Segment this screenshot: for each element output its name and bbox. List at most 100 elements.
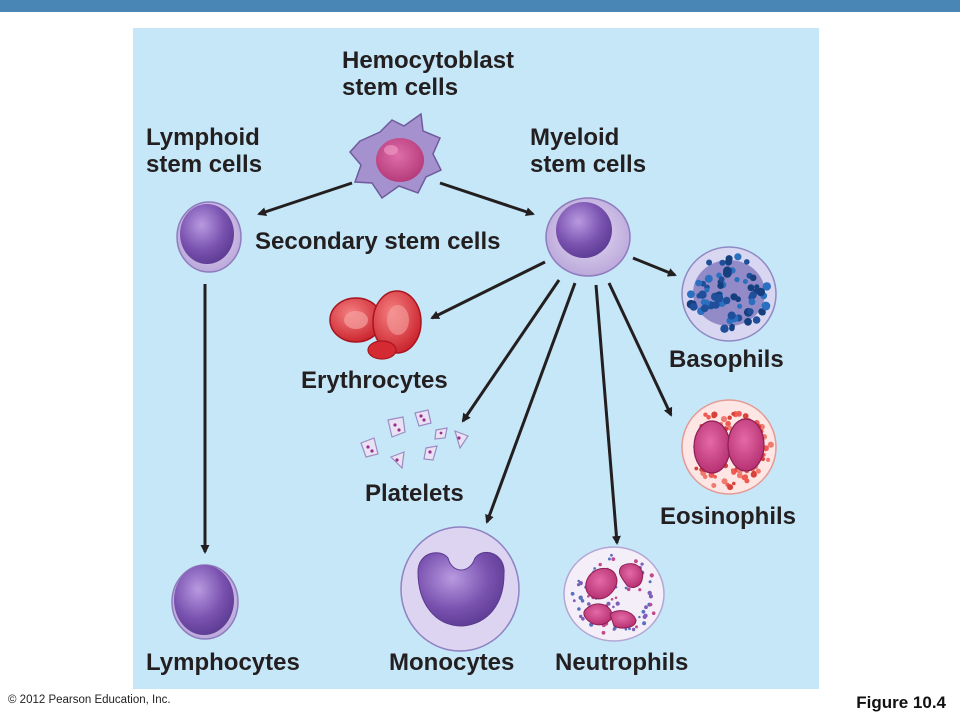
granule [578,581,583,586]
myeloid-label: Myeloid stem cells [530,124,646,178]
granule [638,615,641,619]
granule [727,484,734,491]
granule [718,276,725,283]
granule [606,601,611,606]
granule [751,470,757,476]
copyright-text: © 2012 Pearson Education, Inc. [8,694,171,706]
granule [607,557,611,561]
granule [580,599,585,603]
granule [747,308,754,315]
hemocytoblast-cell [349,112,443,200]
neutrophil-nucleus [583,563,644,629]
granule [758,289,765,295]
granule [624,586,628,590]
granule [703,412,708,417]
granule [720,324,729,333]
granule [648,580,652,584]
granule [729,325,735,332]
granule [719,259,726,266]
lymphoid-label: Lymphoid stem cells [146,124,262,178]
myeloid-label-line1: Myeloid [530,124,620,151]
secondary-stem-cells-label: Secondary stem cells [255,228,501,255]
myeloid-stem-cell [545,197,631,277]
granule [572,599,576,603]
granule [579,614,583,619]
granule [736,410,742,417]
granule [689,303,698,311]
granule [593,567,597,570]
granule [613,626,617,630]
lymphoid-label-line1: Lymphoid [146,124,260,151]
arrow-to-neutrophils [594,284,621,545]
myeloid-label-line2: stem cells [530,151,647,178]
granule [642,621,647,626]
granule [700,304,709,313]
monocytes-label: Monocytes [389,649,515,676]
granule [706,259,713,266]
granule [712,301,720,309]
granule [742,474,749,480]
granule [735,296,741,303]
platelets-fragments [360,409,469,470]
monocyte-cell [400,526,520,652]
granule [727,311,736,320]
granule [737,303,743,309]
granule [720,416,728,423]
granule [581,617,585,621]
granule [762,282,771,291]
granule [723,266,732,276]
granule [761,301,771,311]
granule [713,475,717,479]
granule [742,279,748,284]
granule [610,598,614,601]
basophil-granules [686,253,771,333]
granule [598,562,602,567]
granule [587,595,590,598]
granule [649,573,654,578]
top-bar [0,0,960,12]
granule [601,630,606,635]
granule [647,590,652,596]
arrow-to-myeloid [439,181,535,217]
erythrocytes-cells [329,290,422,360]
granule [578,595,583,600]
granule [631,627,636,632]
granule [587,602,591,606]
granule [641,609,646,614]
granule [634,559,638,564]
platelets-label: Platelets [365,480,464,507]
granule [716,272,722,279]
granule [612,605,615,609]
arrows [200,181,677,554]
figure-number: Figure 10.4 [856,693,946,712]
granule [577,579,580,583]
platelet-granules [366,414,461,462]
granule [766,457,771,462]
granule [736,472,743,479]
hemocytoblast-label: Hemocytoblast stem cells [342,47,514,101]
granule [711,483,717,488]
arrow-to-erythrocytes [430,260,546,320]
granule [721,478,728,485]
granule [734,253,742,261]
granule [628,627,631,631]
basophils-label: Basophils [669,346,784,373]
granule [730,468,735,473]
granule [747,284,755,292]
granule [624,627,628,631]
granule [643,613,648,618]
erythrocytes-label: Erythrocytes [301,367,448,394]
granule [704,287,710,293]
eosinophil-nucleus [693,418,765,474]
granule [759,309,766,316]
arrow-to-eosinophils [607,282,673,417]
granule [725,420,731,427]
arrow-to-basophils [632,256,677,277]
granule [748,298,756,306]
granule [744,317,752,326]
granule [640,562,644,566]
arrow-to-platelets [461,279,561,423]
granule [626,587,631,592]
granule [577,607,581,611]
